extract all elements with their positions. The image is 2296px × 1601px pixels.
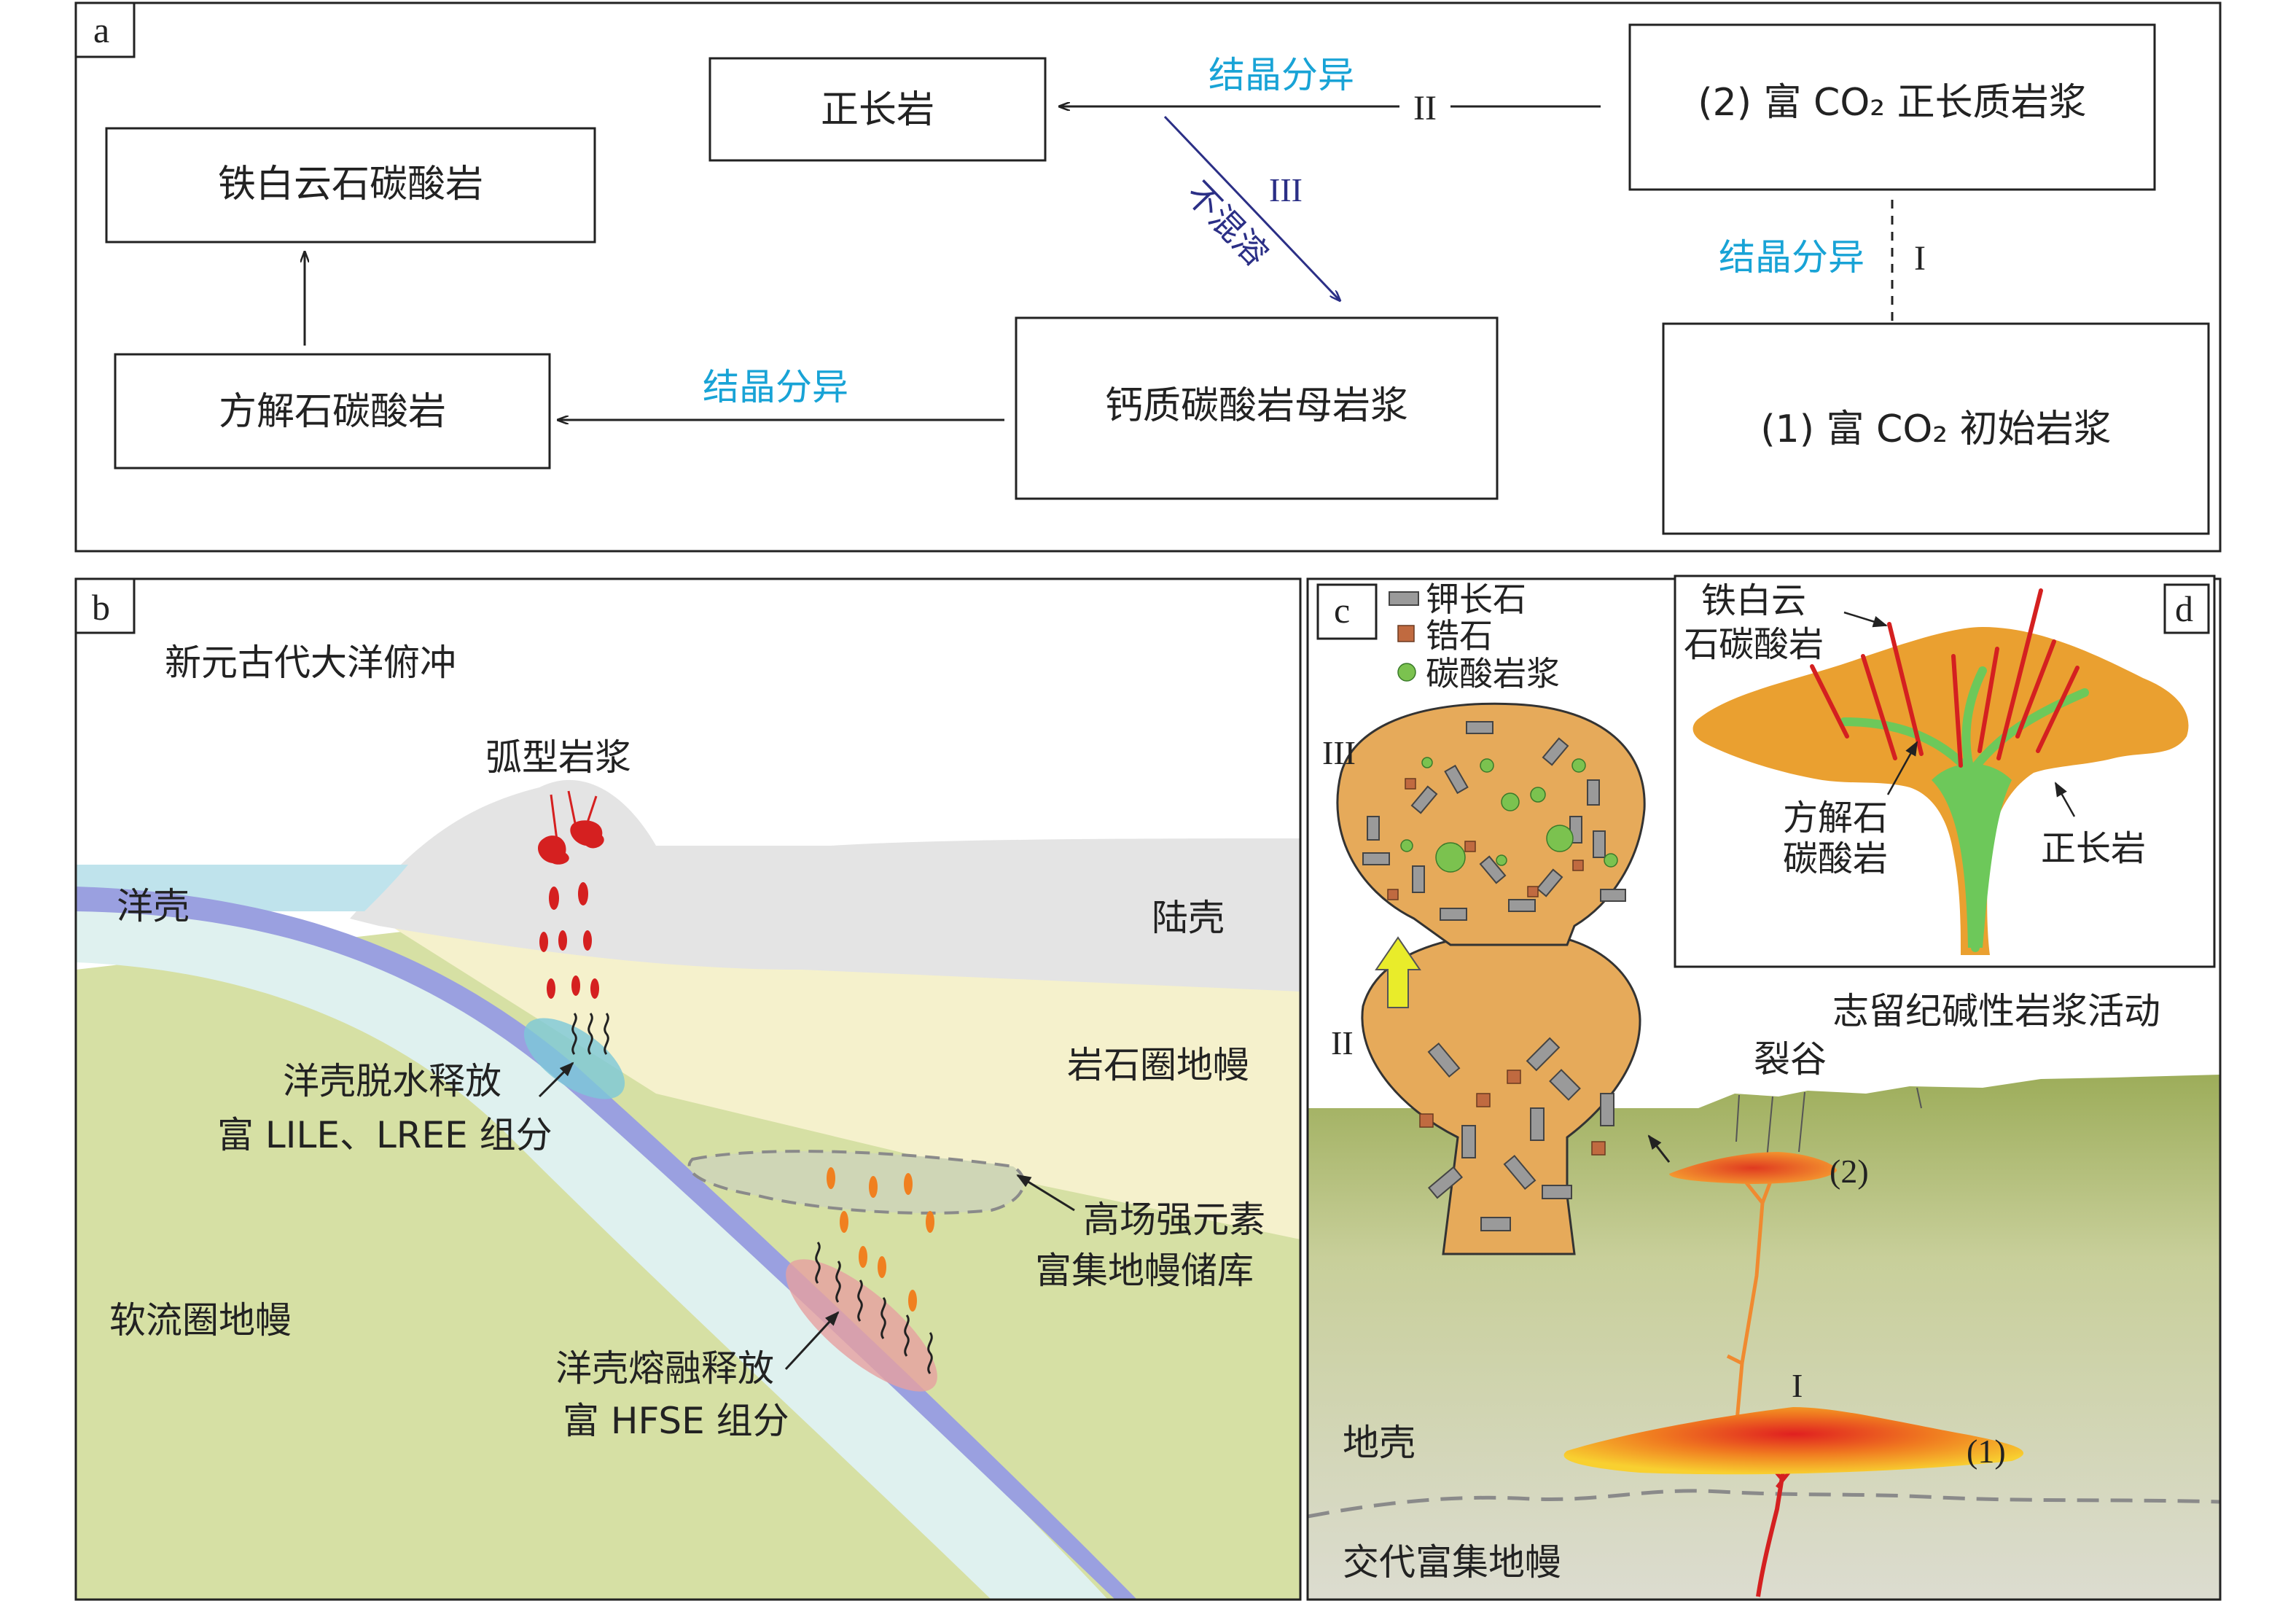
box-co2-initial-magma: (1) 富 CO₂ 初始岩浆 [1662, 322, 2210, 535]
chamber-2-label: (2) [1830, 1153, 1869, 1190]
arc-magma-blob-2 [570, 820, 604, 849]
reservoir-label-2: 富集地幔储库 [1035, 1250, 1254, 1292]
arc-magma-label: 弧型岩浆 [485, 736, 631, 779]
dehydration-label-1: 洋壳脱水释放 [283, 1060, 501, 1102]
crust-mantle-boundary [1308, 1489, 2220, 1519]
panel-a-label: a [93, 9, 109, 50]
frac-label-right: 结晶分异 [1719, 236, 1864, 278]
calcite-carbonatite-label-2: 碳酸岩 [1783, 838, 1888, 879]
roman-I-label: I [1914, 239, 1926, 278]
metasomatized-mantle-label: 交代富集地幔 [1343, 1541, 1561, 1584]
svg-text:正长岩: 正长岩 [821, 88, 934, 132]
dehydration-label-2: 富 LILE、LREE 组分 [217, 1114, 552, 1156]
panel-b: b 新元古代大洋俯冲 弧型岩浆 洋壳 陆壳 岩石圈地幔 洋壳脱水释放 富 LIL… [74, 577, 1302, 1601]
dehydration-zone [523, 1018, 625, 1099]
svg-text:方解石碳酸岩: 方解石碳酸岩 [219, 390, 446, 434]
evolution-arrow [1375, 936, 1421, 1008]
rift-faults [1735, 1087, 1922, 1160]
pointer-dehydration [538, 1062, 574, 1098]
calcite-carbonatite-label-1: 方解石 [1783, 798, 1888, 838]
immiscibility-label: 不混溶 [1178, 174, 1276, 273]
magma-chamber-1 [1563, 1407, 2024, 1475]
frac-label-bottom: 结晶分异 [703, 366, 848, 408]
pointer-ankerite [1843, 611, 1888, 628]
kfeldspar-crystals [1362, 721, 1626, 1231]
feeder-dike-upper [1726, 1179, 1773, 1430]
ankerite-label-2: 石碳酸岩 [1684, 624, 1824, 665]
ankerite-label-1: 铁白云 [1701, 580, 1806, 621]
oceanic-crust-label: 洋壳 [117, 885, 190, 927]
svg-text:(1) 富 CO₂ 初始岩浆: (1) 富 CO₂ 初始岩浆 [1760, 408, 2111, 451]
legend-carbonatite-swatch [1397, 663, 1416, 682]
legend-zircon-swatch [1397, 625, 1415, 642]
lithospheric-mantle-region [379, 919, 1300, 1239]
magma-chamber-2 [1669, 1152, 1837, 1184]
roman-III-label: III [1269, 171, 1303, 209]
rift-label: 裂谷 [1754, 1038, 1827, 1080]
pointer-calcite-carbonatite [1886, 741, 1918, 795]
pointer-syenite [2054, 782, 2076, 817]
panel-d: d 铁白云 石碳酸岩 方解石 碳酸岩 正长岩 [1674, 574, 2216, 968]
fluid-wavy-arrows [571, 1013, 933, 1374]
legend-kfeldspar-swatch [1389, 591, 1419, 606]
melting-zone [786, 1259, 937, 1392]
box-co2-syenitic-magma: (2) 富 CO₂ 正长质岩浆 [1628, 23, 2156, 191]
syenite-label: 正长岩 [2041, 828, 2146, 869]
carbonatite-melt-droplets [1400, 757, 1618, 873]
hfse-droplets [827, 1167, 934, 1312]
asthenosphere-label: 软流圈地幔 [109, 1299, 292, 1341]
panel-b-label: b [92, 587, 110, 628]
roman-II-label: II [1413, 89, 1437, 128]
frac-label-top: 结晶分异 [1208, 54, 1354, 96]
pointer-to-chamber-2 [1647, 1134, 1671, 1163]
subduction-title: 新元古代大洋俯冲 [165, 642, 456, 684]
arrow-III-immiscibility [1163, 115, 1340, 300]
box-ankerite-carbonatite: 铁白云石碳酸岩 [105, 127, 596, 244]
arc-magma-blob-1 [537, 835, 569, 865]
continental-crust-label: 陆壳 [1152, 897, 1225, 939]
legend-carbonatite-label: 碳酸岩浆 [1426, 654, 1560, 693]
melting-label-1: 洋壳熔融释放 [555, 1347, 774, 1390]
zircon-crystals [1387, 778, 1606, 1156]
silurian-title: 志留纪碱性岩浆活动 [1832, 990, 2160, 1032]
stage-I-label: I [1792, 1367, 1803, 1404]
box-calcite-carbonatite: 方解石碳酸岩 [114, 353, 551, 470]
box-calcic-parent-magma: 钙质碳酸岩母岩浆 [1015, 316, 1499, 500]
svg-text:(2) 富 CO₂ 正长质岩浆: (2) 富 CO₂ 正长质岩浆 [1698, 81, 2086, 125]
hfse-reservoir [687, 1150, 1026, 1215]
feeder-dike-lower [1756, 1472, 1785, 1597]
svg-text:钙质碳酸岩母岩浆: 钙质碳酸岩母岩浆 [1105, 384, 1408, 428]
crust-label: 地壳 [1343, 1422, 1416, 1464]
panel-a: a 正长岩 (2) 富 CO₂ 正长质岩浆 铁白云石碳酸岩 方解石碳酸岩 钙质碳… [74, 1, 2222, 553]
stage-II-label: II [1331, 1024, 1354, 1062]
lithospheric-mantle-label: 岩石圈地幔 [1067, 1044, 1249, 1086]
melting-label-2: 富 HFSE 组分 [563, 1400, 789, 1442]
ankerite-dikes [1810, 588, 2080, 768]
stage-III-label: III [1322, 734, 1356, 771]
panel-c-label: c [1334, 590, 1350, 631]
legend-zircon-label: 锆石 [1426, 616, 1493, 655]
arc-magma-droplets [539, 882, 599, 999]
box-orthoclase: 正长岩 [708, 57, 1047, 162]
reservoir-label-1: 高场强元素 [1083, 1199, 1265, 1241]
chamber-1-label: (1) [1967, 1433, 2006, 1470]
legend-kfeldspar-label: 钾长石 [1426, 580, 1526, 619]
subducting-slab [76, 904, 1108, 1600]
pointer-reservoir [1016, 1174, 1075, 1212]
pointer-melting [784, 1311, 840, 1371]
panel-d-label: d [2175, 588, 2193, 629]
svg-text:铁白云石碳酸岩: 铁白云石碳酸岩 [218, 163, 483, 206]
